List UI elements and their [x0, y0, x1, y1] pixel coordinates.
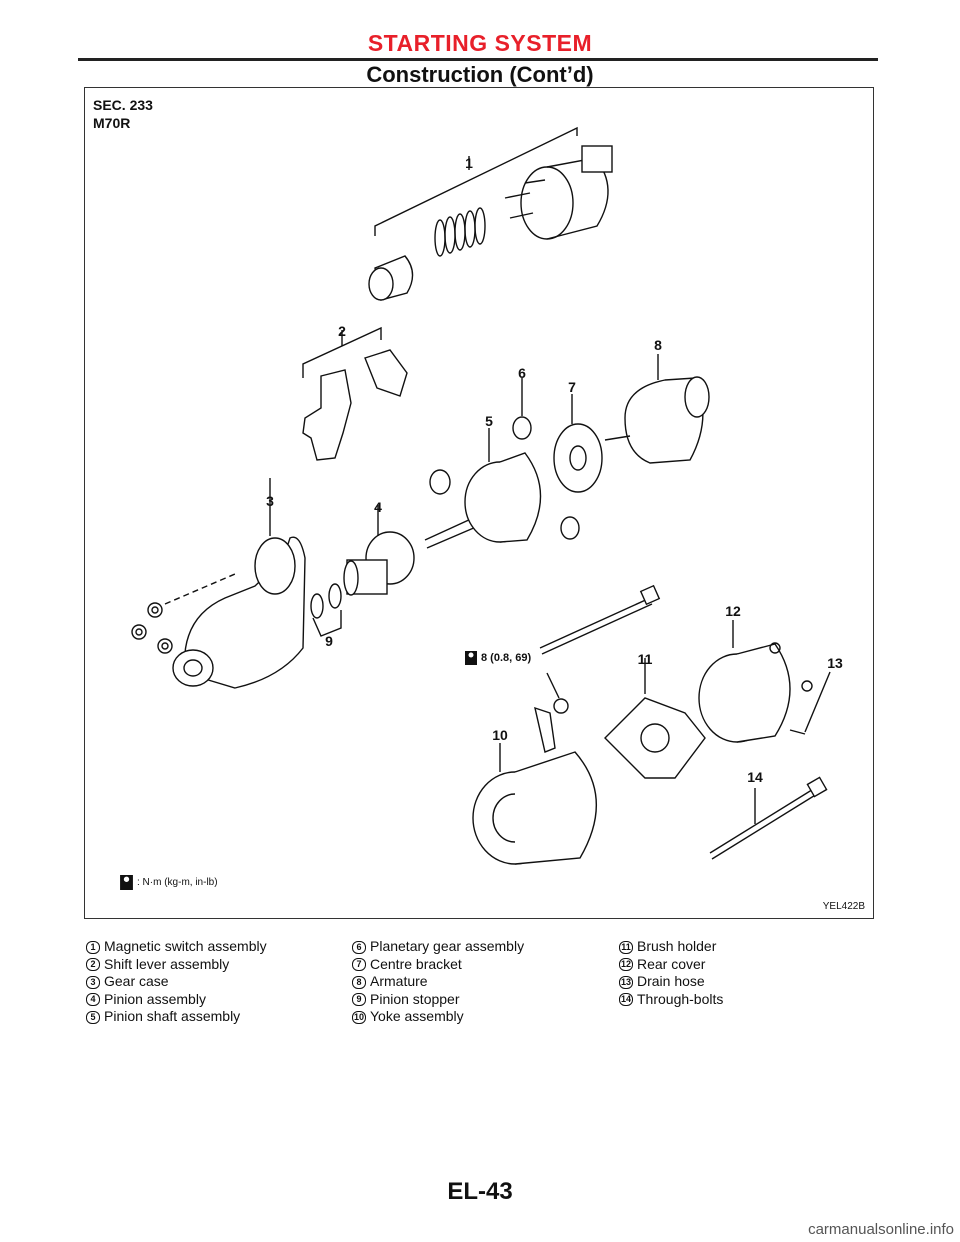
callout-4: 4 — [374, 499, 382, 515]
torque-spec: 8 (0.8, 69) — [465, 651, 531, 665]
rear-cover-drawing — [698, 620, 791, 743]
callout-14: 14 — [747, 769, 763, 785]
brush-holder-drawing — [546, 658, 706, 779]
magnetic-switch-assembly-drawing — [368, 126, 613, 301]
planetary-gear-assembly-drawing — [512, 378, 580, 540]
part-number: 13 — [619, 975, 634, 989]
drain-hose-drawing — [789, 671, 831, 735]
callout-1: 1 — [465, 155, 473, 171]
through-bolts-drawing — [709, 776, 828, 860]
part-number: 14 — [619, 993, 634, 1007]
torque-wrench-icon — [465, 651, 477, 665]
callout-7: 7 — [568, 379, 576, 395]
pinion-assembly-drawing — [343, 505, 415, 596]
callout-8: 8 — [654, 337, 662, 353]
section-title: STARTING SYSTEM — [367, 30, 593, 56]
part-number: 3 — [86, 974, 104, 992]
callout-2: 2 — [338, 323, 346, 339]
exploded-diagram-frame: SEC. 233 M70R — [84, 87, 874, 919]
callout-6: 6 — [518, 365, 526, 381]
callout-numbers: 1 2 3 4 5 6 7 8 9 10 11 12 13 14 — [266, 155, 843, 785]
figure-id: YEL422B — [822, 901, 865, 912]
sec-line-2: M70R — [93, 115, 131, 131]
callout-3: 3 — [266, 493, 274, 509]
starter-exploded-view: 1 2 3 4 5 6 7 8 9 10 11 12 13 14 — [131, 126, 843, 865]
callout-5: 5 — [485, 413, 493, 429]
part-number: 11 — [619, 939, 637, 957]
part-number: 7 — [352, 956, 370, 974]
pinion-stopper-drawing — [310, 583, 342, 637]
callout-13: 13 — [827, 655, 843, 671]
armature-drawing — [604, 354, 710, 464]
page-number: EL-43 — [447, 1178, 513, 1205]
callout-9: 9 — [325, 633, 333, 649]
torque-legend: : N·m (kg-m, in-lb) — [120, 875, 218, 890]
gear-case-drawing — [164, 478, 306, 689]
watermark: carmanualsonline.info — [808, 1221, 954, 1238]
callout-10: 10 — [492, 727, 508, 743]
sec-line-1: SEC. 233 — [93, 97, 153, 113]
yoke-assembly-drawing — [472, 706, 597, 865]
part-number: 6 — [352, 939, 370, 957]
pinion-shaft-assembly-drawing — [424, 428, 542, 549]
page-subtitle: Construction (Cont’d) — [366, 62, 594, 87]
part-number: 5 — [86, 1009, 104, 1027]
centre-bracket-drawing — [553, 394, 603, 493]
callout-12: 12 — [725, 603, 741, 619]
shift-lever-assembly-drawing — [302, 326, 408, 461]
part-number: 12 — [619, 958, 634, 972]
part-number: 9 — [352, 991, 370, 1009]
callout-11: 11 — [638, 651, 653, 667]
part-number: 4 — [86, 991, 104, 1009]
legend-wrench-icon — [120, 875, 133, 890]
header-rule — [78, 58, 878, 61]
part-number: 10 — [352, 1010, 367, 1024]
part-number: 8 — [352, 974, 370, 992]
section-code: SEC. 233 M70R — [93, 96, 153, 132]
long-bolt-drawing — [539, 584, 661, 655]
nut-drawings — [131, 602, 173, 654]
legend-text: : N·m (kg-m, in-lb) — [137, 877, 218, 888]
part-number: 1 — [86, 939, 104, 957]
part-number: 2 — [86, 956, 104, 974]
torque-value: 8 (0.8, 69) — [481, 652, 532, 664]
